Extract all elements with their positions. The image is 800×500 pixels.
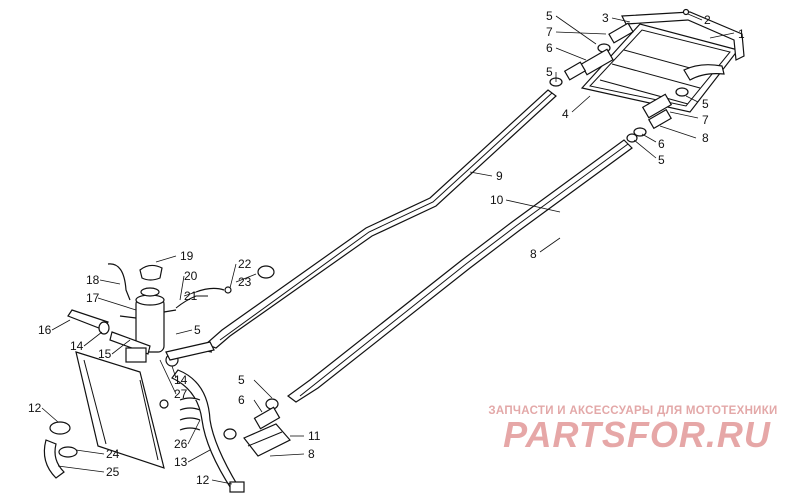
callout-12: 12	[28, 401, 42, 415]
callout-8: 8	[530, 247, 537, 261]
radiator	[75, 347, 169, 469]
callout-6: 6	[238, 393, 245, 407]
callout-3: 3	[602, 11, 609, 25]
callout-5: 5	[546, 9, 553, 23]
cooler-tube-9	[201, 89, 557, 353]
hose-13	[171, 369, 245, 493]
callout-19: 19	[180, 249, 194, 263]
callout-21: 21	[184, 289, 198, 303]
callout-8: 8	[308, 447, 315, 461]
callout-6: 6	[658, 137, 665, 151]
coolant-bottle	[107, 263, 275, 353]
callout-11: 11	[308, 429, 321, 443]
callout-1: 1	[738, 27, 745, 41]
callout-14: 14	[70, 339, 84, 353]
hose-25	[43, 421, 78, 479]
callout-22: 22	[238, 257, 252, 271]
callout-17: 17	[86, 291, 100, 305]
callout-10: 10	[490, 193, 504, 207]
callout-20: 20	[184, 269, 198, 283]
callout-26: 26	[174, 437, 188, 451]
callout-24: 24	[106, 447, 120, 461]
callout-5: 5	[546, 65, 553, 79]
callout-6: 6	[546, 41, 553, 55]
callout-5: 5	[658, 153, 665, 167]
callout-14: 14	[174, 373, 188, 387]
callout-9: 9	[496, 169, 503, 183]
watermark-tagline: ЗАПЧАСТИ И АКСЕССУАРЫ ДЛЯ МОТОТЕХНИКИ	[488, 405, 778, 417]
callout-27: 27	[174, 387, 188, 401]
leader-lines	[41, 13, 735, 485]
callout-25: 25	[106, 465, 120, 479]
callout-15: 15	[98, 347, 112, 361]
callout-13: 13	[174, 455, 188, 469]
callout-16: 16	[38, 323, 52, 337]
watermark-logo: PARTSFOR.RU	[503, 414, 771, 455]
callout-5: 5	[194, 323, 201, 337]
callout-5: 5	[238, 373, 245, 387]
bottom-fittings	[223, 398, 291, 457]
callout-7: 7	[702, 113, 709, 127]
callout-7: 7	[546, 25, 553, 39]
callout-23: 23	[238, 275, 252, 289]
top-couplers	[549, 22, 689, 143]
callout-18: 18	[86, 273, 100, 287]
callout-labels: 1 2 3 5 7 6 5 4 5 7 8 6 5 9 10 8 19 18 2…	[28, 9, 745, 487]
callout-2: 2	[704, 13, 711, 27]
rear-heat-exchanger	[580, 8, 745, 113]
callout-12: 12	[196, 473, 210, 487]
callout-4: 4	[562, 107, 569, 121]
callout-8: 8	[702, 131, 709, 145]
callout-5: 5	[702, 97, 709, 111]
cooler-tube-10	[286, 139, 633, 403]
